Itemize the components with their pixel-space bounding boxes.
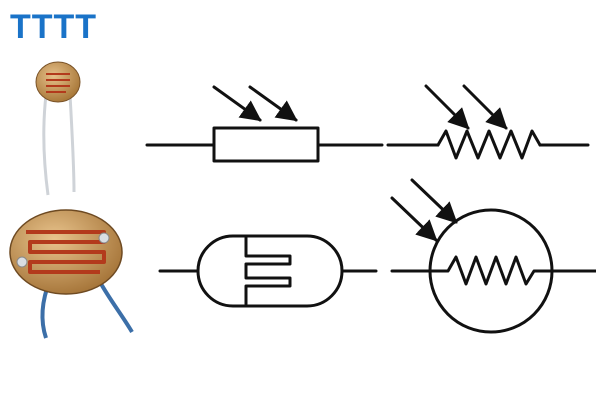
symbol-circled-zigzag (390, 178, 596, 334)
large-ldr-photo (9, 209, 134, 339)
logo-text: TTTT (10, 8, 97, 46)
logo: TTTT (10, 8, 97, 46)
symbol-photocell-capsule (158, 234, 378, 308)
symbol-zigzag-resistor (386, 84, 590, 160)
small-ldr-photo (35, 61, 81, 196)
symbol-rectangle-resistor (145, 85, 384, 163)
